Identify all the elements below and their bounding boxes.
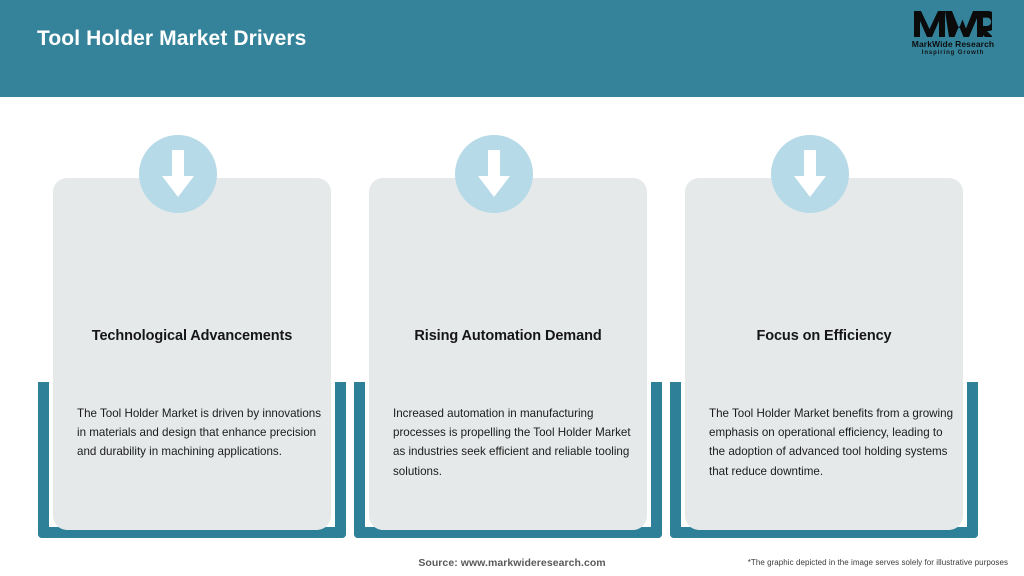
card-body-text: The Tool Holder Market benefits from a g… bbox=[709, 407, 954, 478]
card-bracket-decoration bbox=[38, 382, 346, 538]
card-title: Rising Automation Demand bbox=[414, 328, 602, 344]
card-panel: Technological Advancements The Tool Hold… bbox=[53, 178, 331, 530]
card-title: Focus on Efficiency bbox=[756, 328, 892, 344]
card-bracket-decoration bbox=[354, 382, 662, 538]
driver-card-3: Focus on Efficiency The Tool Holder Mark… bbox=[670, 97, 986, 540]
logo-tagline: Inspiring Growth bbox=[921, 50, 985, 56]
disclaimer-label: *The graphic depicted in the image serve… bbox=[747, 558, 1008, 567]
markwide-research-logo: MarkWide Research Inspiring Growth bbox=[900, 10, 1006, 62]
card-bracket-decoration bbox=[670, 382, 978, 538]
card-body-text: Increased automation in manufacturing pr… bbox=[393, 407, 631, 478]
page-title: Tool Holder Market Drivers bbox=[37, 27, 307, 50]
mwr-monogram-icon bbox=[900, 10, 1006, 38]
down-arrow-icon bbox=[455, 135, 533, 213]
down-arrow-icon bbox=[771, 135, 849, 213]
logo-company-name: MarkWide Research bbox=[911, 39, 995, 49]
drivers-card-row: Technological Advancements The Tool Hold… bbox=[0, 97, 1024, 540]
down-arrow-icon bbox=[139, 135, 217, 213]
card-body-text: The Tool Holder Market is driven by inno… bbox=[77, 407, 322, 459]
source-label: Source: www.markwideresearch.com bbox=[418, 557, 606, 569]
driver-card-2: Rising Automation Demand Increased autom… bbox=[354, 97, 670, 540]
page-header: Tool Holder Market Drivers MarkWide Rese… bbox=[0, 0, 1024, 97]
card-panel: Focus on Efficiency The Tool Holder Mark… bbox=[685, 178, 963, 530]
card-panel: Rising Automation Demand Increased autom… bbox=[369, 178, 647, 530]
driver-card-1: Technological Advancements The Tool Hold… bbox=[38, 97, 354, 540]
card-title: Technological Advancements bbox=[91, 328, 293, 344]
